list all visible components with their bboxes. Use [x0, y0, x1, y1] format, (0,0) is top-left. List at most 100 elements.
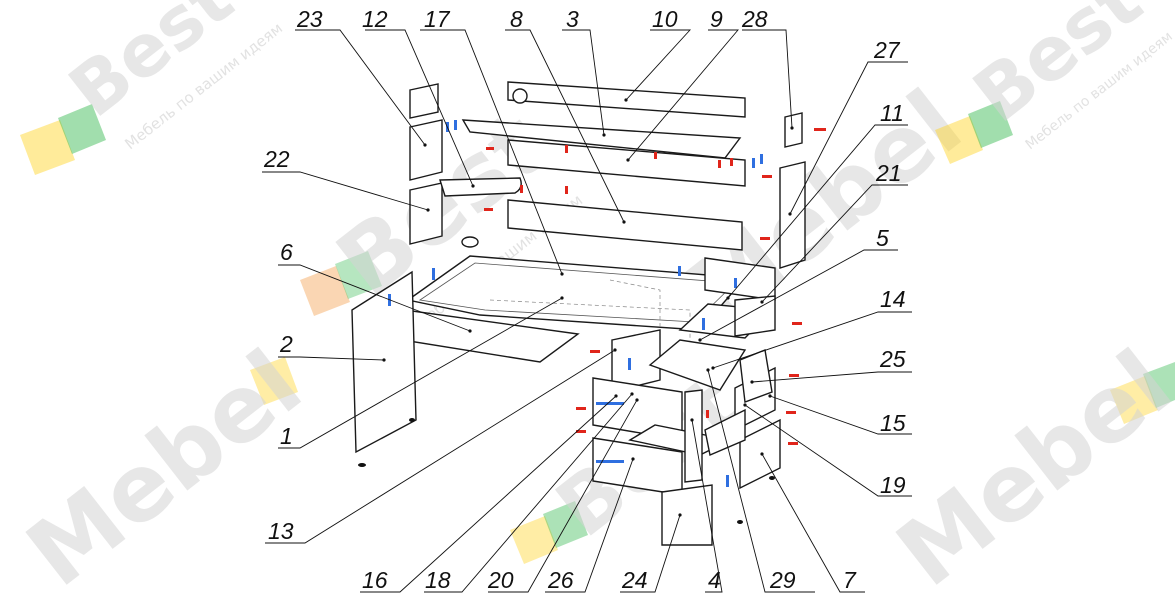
fastener-red — [814, 128, 826, 131]
panel-small-shelf — [439, 177, 522, 197]
fastener-blue — [760, 154, 763, 164]
watermark-logo-square-green — [968, 101, 1013, 148]
leader-21 — [761, 184, 908, 303]
watermark-top-left: Best Мебель по вашим идеям — [20, 0, 286, 175]
callout-20: 20 — [487, 567, 514, 593]
callout-19: 19 — [880, 472, 906, 498]
fastener-red — [788, 442, 798, 445]
callout-26: 26 — [547, 567, 574, 593]
callout-13: 13 — [268, 518, 294, 544]
callout-21: 21 — [875, 160, 902, 186]
callout-2: 2 — [279, 331, 293, 357]
fastener-red — [762, 175, 772, 178]
watermark-brand-sub: Mebel — [8, 330, 321, 600]
leader-19-anchor — [743, 403, 747, 407]
leader-10-anchor — [624, 98, 628, 102]
fastener-red — [730, 158, 733, 166]
leader-17 — [420, 29, 563, 275]
leader-10 — [625, 29, 692, 101]
leader-26-anchor — [631, 457, 635, 461]
leader-12-anchor — [471, 184, 475, 188]
panel-17-desktop — [406, 255, 747, 331]
leader-7 — [761, 453, 865, 593]
watermark-logo-square-green — [543, 501, 588, 548]
fastener-red — [792, 322, 802, 325]
fastener-blue-arrow — [596, 460, 624, 463]
leader-1 — [278, 297, 563, 449]
fastener-red — [789, 374, 799, 377]
leader-6-anchor — [468, 329, 472, 333]
callout-9: 9 — [710, 6, 723, 32]
leader-5-anchor — [698, 338, 702, 342]
desktop-outline — [418, 262, 736, 323]
leader-7-anchor — [760, 452, 764, 456]
leader-4-anchor — [690, 418, 694, 422]
leader-8 — [505, 29, 625, 223]
leader-14 — [712, 311, 912, 369]
panel-24 — [661, 484, 713, 546]
watermark-logo-square-green — [1143, 362, 1175, 408]
leader-16-anchor — [614, 394, 618, 398]
leader-26 — [545, 458, 634, 593]
callout-24: 24 — [621, 567, 648, 593]
leader-18 — [424, 393, 633, 593]
fastener-red — [590, 350, 600, 353]
fastener-red — [786, 411, 796, 414]
leader-15-anchor — [768, 394, 772, 398]
leader-25-anchor — [750, 380, 754, 384]
leader-29 — [707, 369, 815, 593]
callout-3: 3 — [566, 6, 579, 32]
grommet-cap — [461, 236, 479, 248]
callout-16: 16 — [362, 567, 388, 593]
leader-28-anchor — [790, 126, 794, 130]
fastener-red — [760, 237, 770, 240]
watermark-brand-sub: Mebel — [878, 330, 1175, 600]
leader-9-anchor — [626, 158, 630, 162]
leader-27-anchor — [788, 212, 792, 216]
fastener-red — [486, 147, 494, 150]
leader-5 — [699, 249, 898, 341]
panel-23 — [409, 119, 443, 181]
leader-24 — [620, 514, 681, 593]
leader-13 — [265, 349, 616, 544]
callout-22: 22 — [263, 146, 290, 172]
leader-20 — [488, 399, 638, 593]
fastener-red — [718, 160, 721, 168]
panel-7 — [739, 418, 781, 490]
fastener-blue — [752, 158, 755, 168]
floor-glide — [737, 520, 743, 524]
leader-24-anchor — [678, 513, 682, 517]
leader-2-anchor — [382, 358, 386, 362]
panel-25 — [739, 349, 773, 403]
callout-23: 23 — [296, 6, 323, 32]
fastener-red — [706, 410, 709, 418]
leader-14-anchor — [711, 366, 715, 370]
leader-28 — [742, 29, 793, 129]
leader-22-anchor — [426, 208, 430, 212]
panel-14 — [648, 339, 747, 391]
leader-15 — [769, 395, 912, 435]
leader-3-anchor — [602, 133, 606, 137]
fastener-red — [576, 407, 586, 410]
panel-4 — [684, 389, 703, 483]
leader-16 — [360, 395, 617, 593]
panel-12 — [409, 83, 439, 119]
fastener-blue-arrow — [596, 402, 624, 405]
fastener-red — [576, 430, 586, 433]
leader-11-anchor — [726, 296, 730, 300]
leader-12 — [365, 29, 474, 187]
leader-2 — [278, 356, 385, 361]
watermark-logo-square-yellow — [935, 116, 983, 164]
leader-9 — [627, 29, 739, 161]
fastener-red — [565, 186, 568, 194]
fastener-red — [654, 152, 657, 159]
watermark-bottom-right: Mebel — [878, 330, 1175, 600]
panel-partition — [611, 329, 661, 393]
watermark-top-right: Best Мебель по вашим идеям — [935, 0, 1175, 164]
panel-19 — [704, 408, 746, 456]
fastener-blue — [678, 266, 681, 276]
floor-glide — [358, 463, 366, 467]
callout-25: 25 — [879, 346, 906, 372]
fastener-blue — [454, 120, 457, 130]
